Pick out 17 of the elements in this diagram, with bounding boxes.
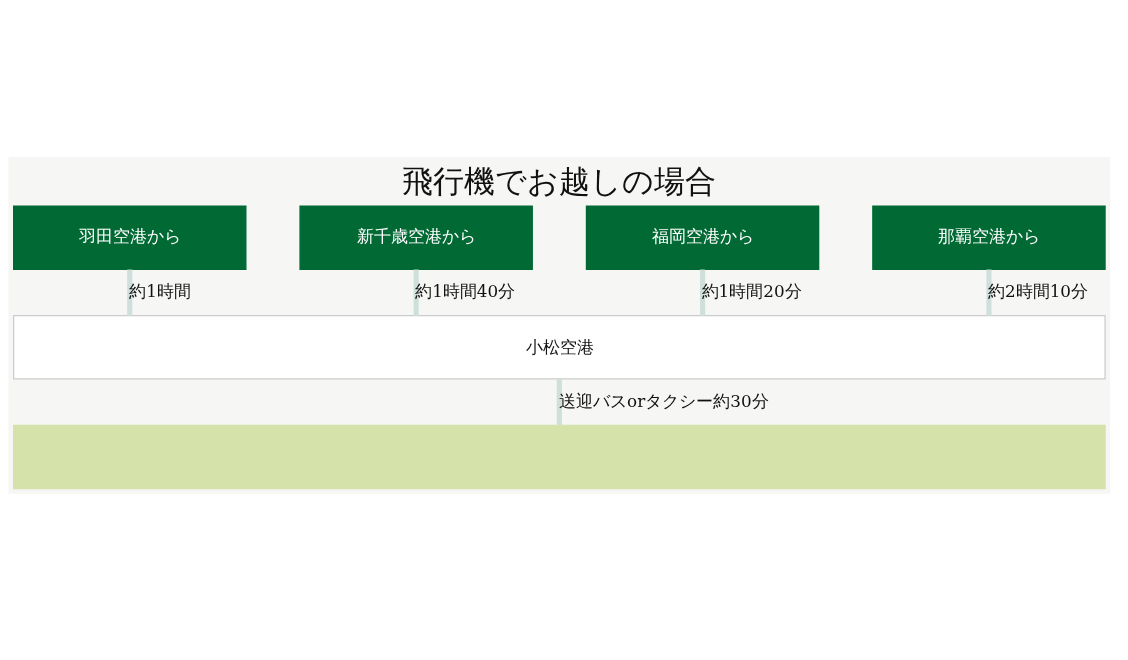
node-box: 小松空港 (13, 315, 1106, 380)
diagram-title: 飛行機でお越しの場合 (402, 163, 717, 200)
edge-label: 約2時間10分 (987, 280, 1088, 301)
edge-label: 送迎バスorタクシー約30分 (559, 390, 769, 411)
node-box: 新千歳空港から (299, 205, 533, 270)
node-box: 福岡空港から (585, 205, 820, 270)
node-bar (13, 424, 1106, 490)
edge-label: 約1時間 (129, 280, 191, 301)
connector (556, 378, 562, 426)
node-box: 那覇空港から (872, 205, 1106, 270)
node-box: 羽田空港から (13, 205, 247, 270)
connector (699, 269, 706, 316)
connector (127, 269, 133, 316)
edge-label: 約1時間20分 (701, 280, 802, 301)
edge-label: 約1時間40分 (415, 280, 516, 301)
connector (986, 269, 992, 316)
connector (413, 269, 419, 316)
